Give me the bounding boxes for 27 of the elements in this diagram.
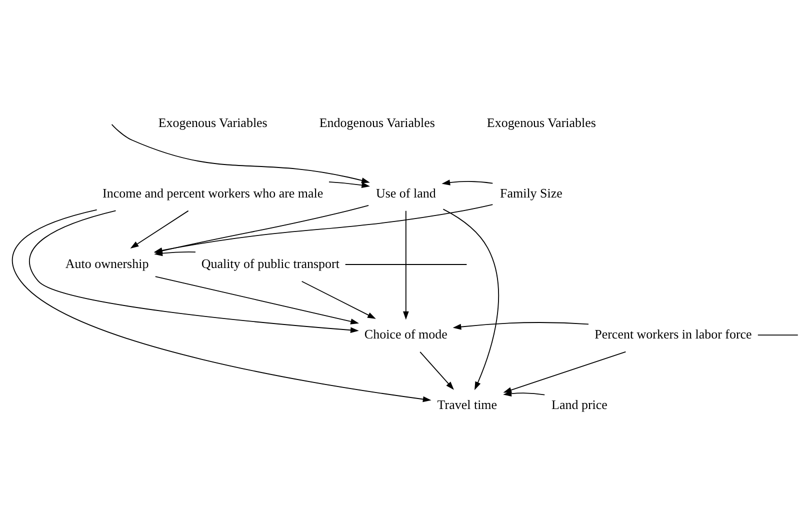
node-text: Choice of mode <box>364 326 448 341</box>
arrow <box>154 276 359 324</box>
arrow <box>111 124 370 188</box>
arrow <box>130 210 189 248</box>
node-text: Use of land <box>376 184 436 200</box>
arrow <box>452 322 589 330</box>
arrow <box>154 250 196 256</box>
arrow <box>328 177 370 188</box>
arrow <box>402 210 409 320</box>
arrow <box>301 280 376 318</box>
label: Endogenous Variables <box>319 114 435 130</box>
label: Exogenous Variables <box>158 114 268 130</box>
node-text: Auto ownership <box>65 255 149 270</box>
arrow <box>503 390 546 396</box>
arrow <box>420 350 454 390</box>
connector <box>757 334 798 335</box>
node-text: Travel time <box>437 396 498 412</box>
node-text: Land price <box>552 396 608 412</box>
node-text: Income and percent workers who are male <box>102 184 324 200</box>
label: Exogenous Variables <box>486 114 596 130</box>
node-text: Quality of public transport <box>201 255 340 270</box>
arrow <box>29 210 359 333</box>
node-text: Percent workers in labor force <box>594 326 752 341</box>
arrow <box>12 208 432 402</box>
node-text: Family Size <box>500 184 562 200</box>
arrow <box>442 208 500 390</box>
arrow <box>442 179 494 185</box>
